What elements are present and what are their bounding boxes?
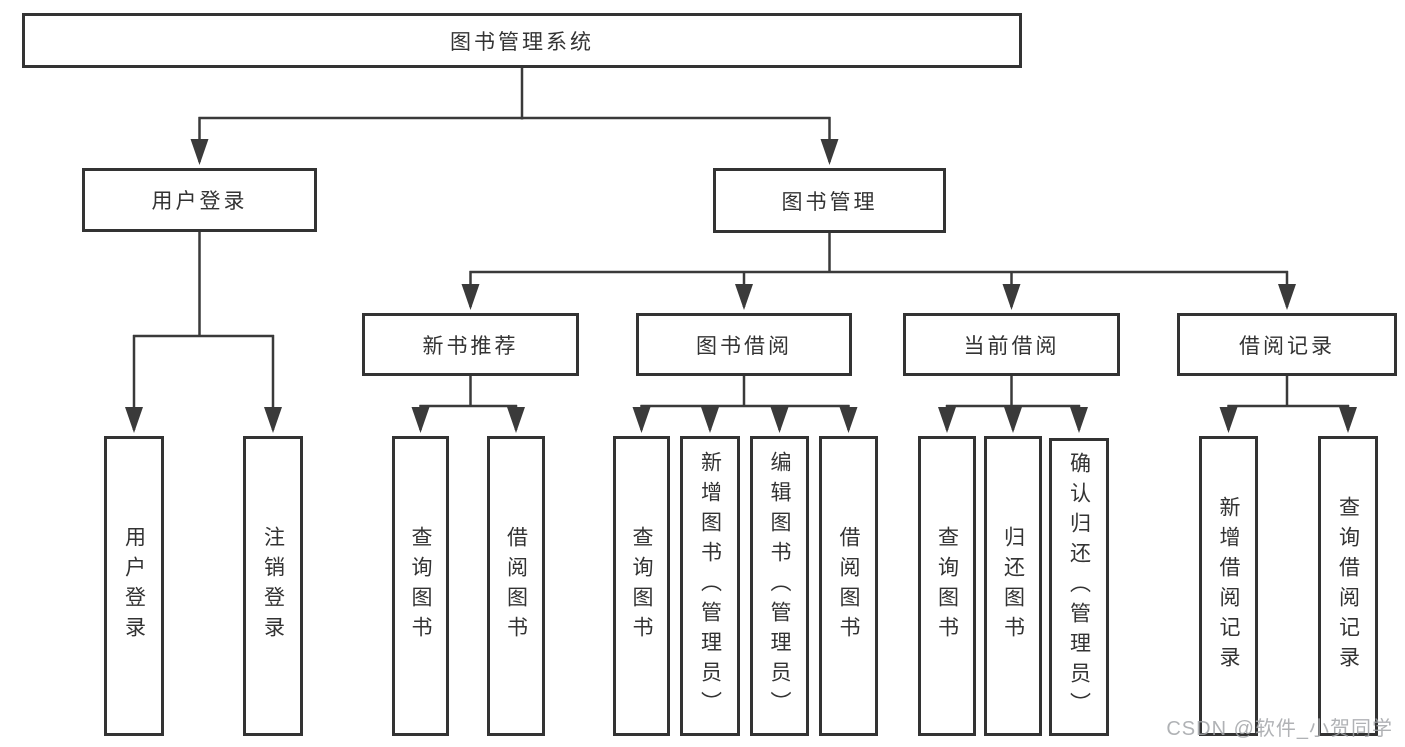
csdn-watermark: CSDN @软件_小贺同学 [1166, 718, 1393, 740]
node-label: 查询图书 [409, 526, 432, 646]
node-label: 查询图书 [935, 526, 959, 646]
leaf-borrow-books: 借阅图书 [819, 436, 878, 736]
node-book-management: 图书管理 [713, 168, 946, 233]
node-new-book-recommendation: 新书推荐 [362, 313, 579, 376]
node-label: 借阅图书 [504, 526, 528, 646]
leaf-confirm-return-admin: 确认归还（管理员） [1049, 438, 1109, 736]
node-label: 当前借阅 [963, 334, 1060, 358]
node-label: 新书推荐 [422, 334, 519, 358]
node-label: 查询借阅记录 [1336, 496, 1360, 676]
leaf-logout: 注销登录 [243, 436, 303, 736]
leaf-edit-book-admin: 编辑图书（管理员） [750, 436, 809, 736]
leaf-user-login: 用户登录 [104, 436, 164, 736]
leaf-borrow-books-recommend: 借阅图书 [487, 436, 545, 736]
node-label: 新增借阅记录 [1217, 496, 1240, 676]
node-label: 用户登录 [151, 190, 248, 213]
leaf-query-books-recommend: 查询图书 [392, 436, 449, 736]
node-user-login: 用户登录 [82, 168, 317, 232]
node-label: 借阅记录 [1239, 334, 1335, 358]
leaf-query-borrow-record: 查询借阅记录 [1318, 436, 1378, 736]
node-label: 图书借阅 [696, 334, 792, 358]
node-label: 借阅图书 [837, 526, 860, 646]
node-current-borrowing: 当前借阅 [903, 313, 1120, 376]
node-book-borrowing: 图书借阅 [636, 313, 852, 376]
node-borrowing-records: 借阅记录 [1177, 313, 1397, 376]
leaf-query-books-current: 查询图书 [918, 436, 976, 736]
node-label: 查询图书 [630, 526, 653, 646]
node-label: 编辑图书（管理员） [768, 451, 791, 721]
node-label: 图书管理系统 [450, 30, 594, 54]
leaf-add-borrow-record: 新增借阅记录 [1199, 436, 1258, 736]
node-library-management-system: 图书管理系统 [22, 13, 1022, 68]
node-label: 确认归还（管理员） [1067, 452, 1091, 722]
leaf-query-books-borrow: 查询图书 [613, 436, 670, 736]
node-label: 归还图书 [1001, 526, 1025, 646]
leaf-add-book-admin: 新增图书（管理员） [680, 436, 740, 736]
node-label: 注销登录 [261, 526, 285, 646]
node-label: 新增图书（管理员） [698, 451, 722, 721]
node-label: 用户登录 [122, 526, 146, 646]
node-label: 图书管理 [781, 190, 878, 214]
leaf-return-books: 归还图书 [984, 436, 1042, 736]
